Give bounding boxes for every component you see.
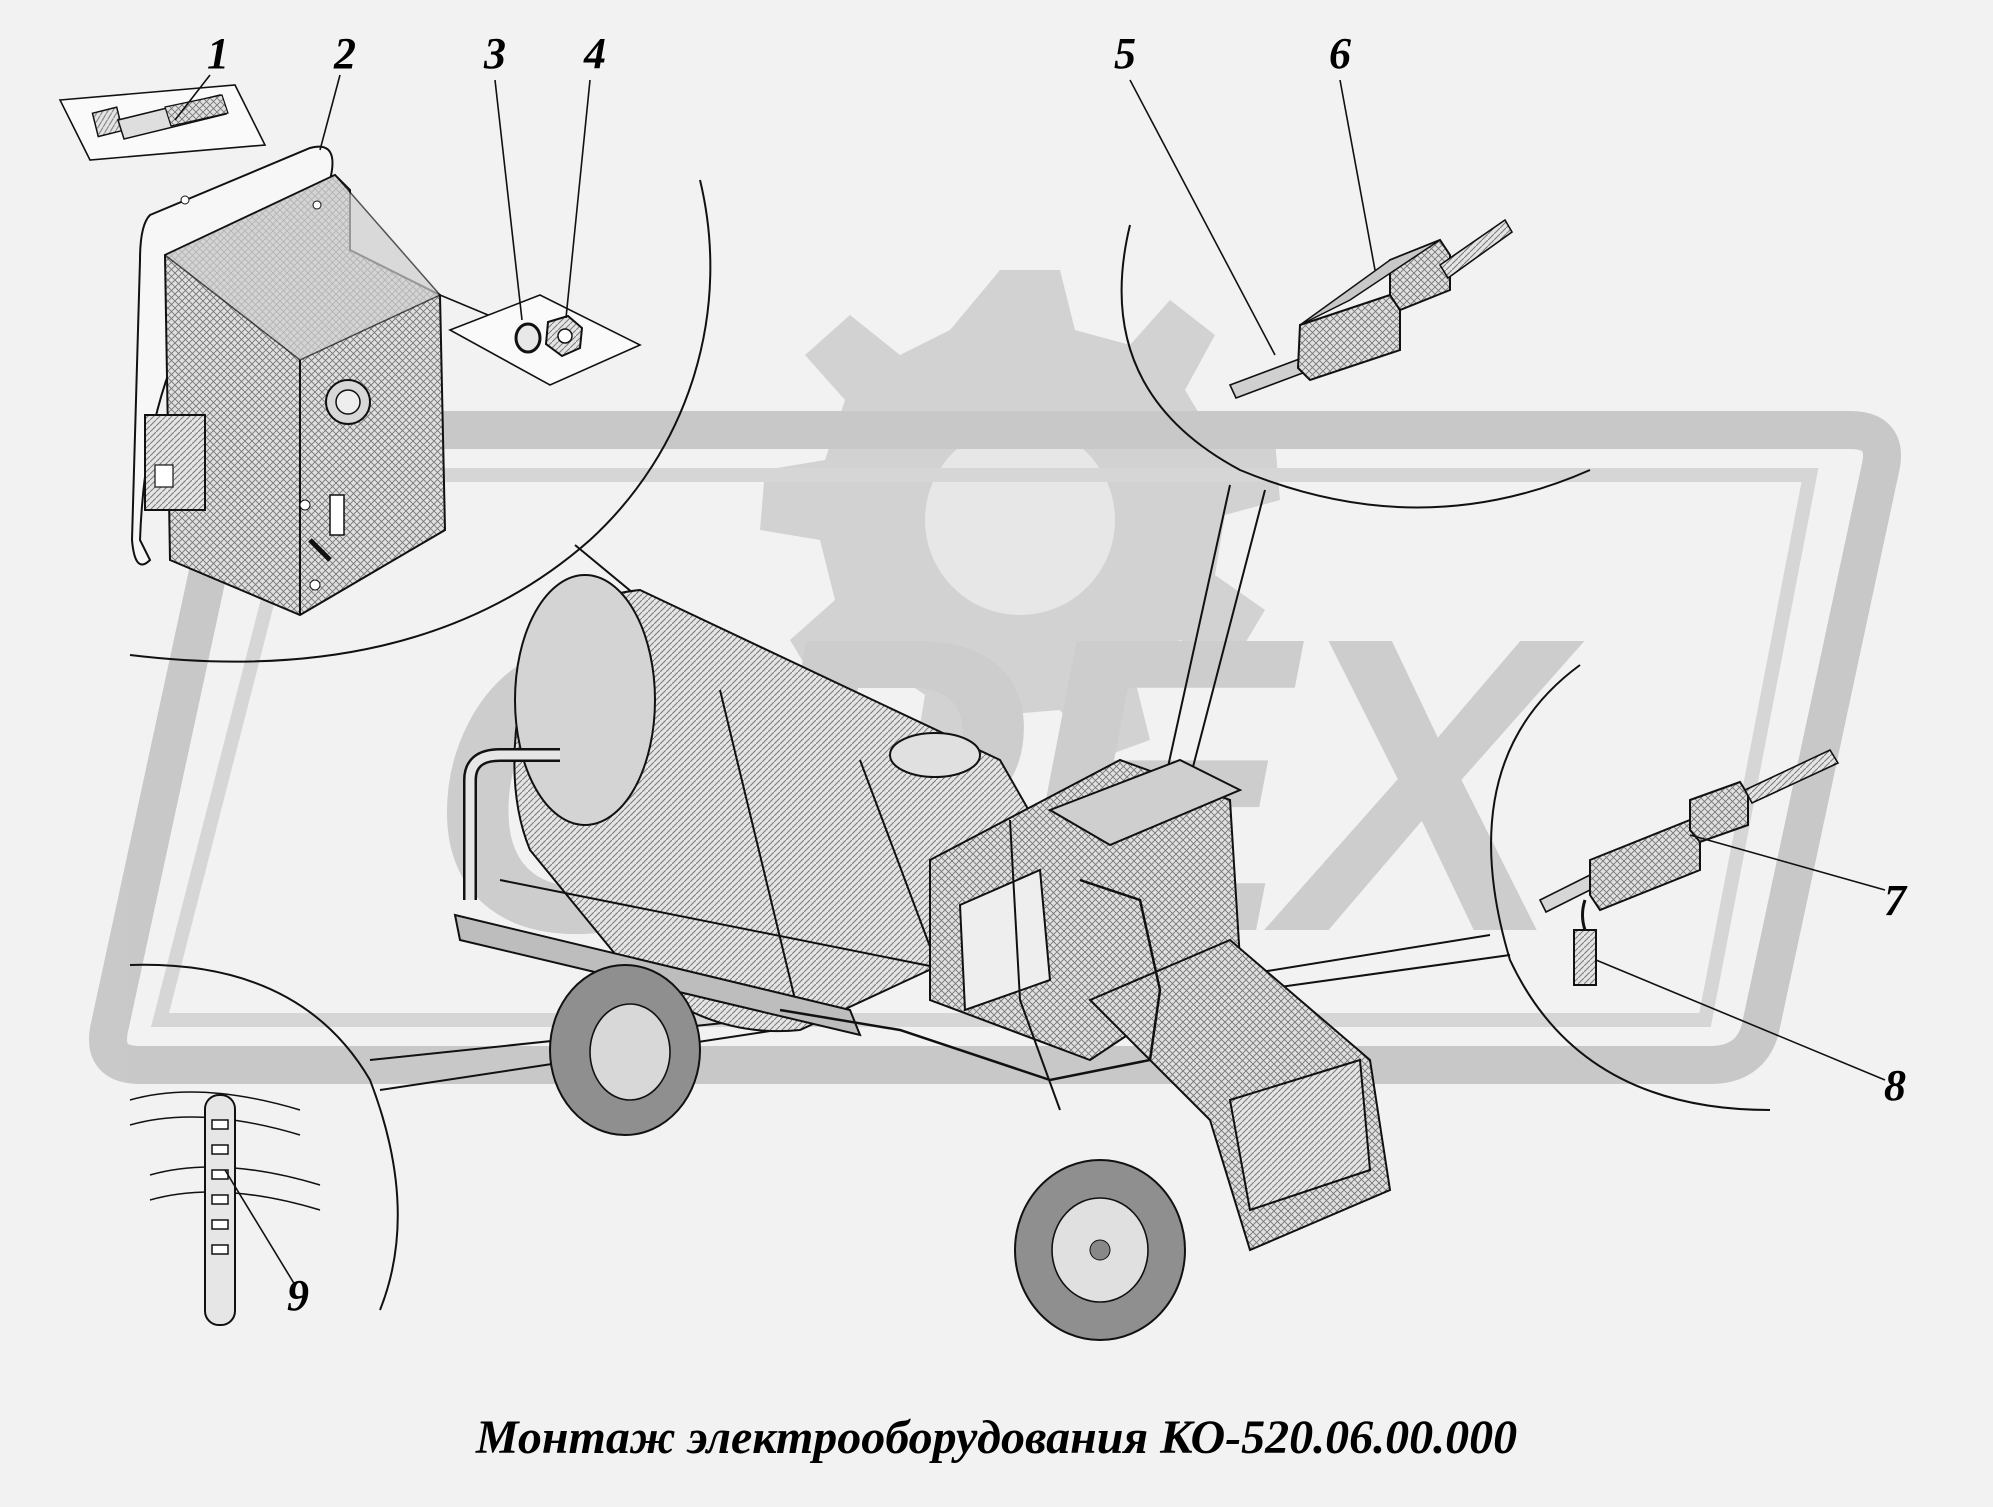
vacuum-truck — [453, 574, 1392, 1341]
part-3-4-washer-nut — [448, 294, 642, 386]
cab-roof — [1047, 758, 1243, 847]
detail-circle-controller — [129, 179, 712, 663]
callout-4: 4 — [583, 29, 606, 78]
part-2-control-box — [130, 145, 501, 617]
callout-5: 5 — [1114, 29, 1136, 78]
wheel-rear — [549, 964, 701, 1136]
part-7-8-plug — [1538, 748, 1840, 986]
manhole — [889, 732, 981, 778]
callout-2: 2 — [333, 29, 356, 78]
callout-leaders — [174, 74, 1886, 1286]
washer — [514, 322, 542, 354]
callout-3: 3 — [483, 29, 506, 78]
detail-circle-plug — [1490, 664, 1771, 1111]
part-5-6-connector — [1228, 218, 1514, 400]
part-1-bolt — [58, 84, 267, 161]
callout-8: 8 — [1884, 1061, 1906, 1110]
grille — [1228, 1058, 1372, 1212]
wiring-harness — [779, 878, 1162, 1082]
wheel-front — [1014, 1159, 1186, 1341]
diagram-caption: Монтаж электрооборудования КО-520.06.00.… — [475, 1411, 1518, 1464]
callout-6: 6 — [1329, 29, 1351, 78]
tank-end — [514, 574, 656, 826]
part-9-cable-strap — [129, 1091, 321, 1326]
detail-circles — [129, 179, 1771, 1311]
callout-1: 1 — [207, 29, 229, 78]
detail-circle-connector — [1120, 224, 1591, 509]
detail-circle-clamp — [129, 963, 399, 1311]
callout-numbers: 1 2 3 4 5 6 7 8 9 — [207, 29, 1908, 1320]
callout-7: 7 — [1884, 876, 1908, 925]
callout-9: 9 — [287, 1271, 309, 1320]
